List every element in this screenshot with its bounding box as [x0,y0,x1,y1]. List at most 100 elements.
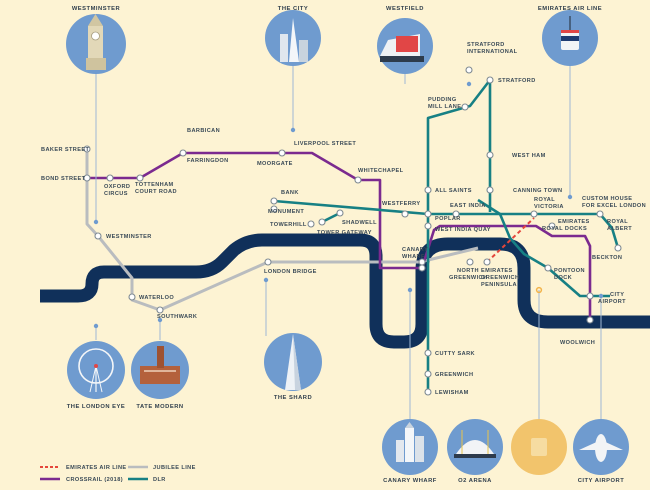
label-tower-hill: TOWERHILL [270,222,307,228]
label-cutty-sark: CUTTY SARK [435,351,475,357]
station-tower-hill [307,220,315,228]
label-bank: BANK [281,190,299,196]
poi-label-westfield: WESTFIELD [386,6,424,12]
station-canary-wharf-xr [418,264,426,272]
label-all-saints: ALL SAINTS [435,188,472,194]
station-west-india-quay [424,222,432,230]
poi-canary-wharf: CANARY WHARF [382,419,438,484]
poi-label-westminster: WESTMINSTER [72,6,121,12]
station-westminster [94,232,102,240]
station-north-greenwich [466,258,474,266]
station-royal-victoria [530,210,538,218]
station-lewisham [424,388,432,396]
poi-air-line-highlight [511,419,567,475]
station-baker-street [83,145,91,153]
station-canning-town [486,186,494,194]
station-west-ham [486,151,494,159]
label-barbican: BARBICAN [187,128,220,134]
label-stratford: STRATFORD [498,78,536,84]
label-lewisham: LEWISHAM [435,390,469,396]
label-west-ham: WEST HAM [512,153,546,159]
label-canning-town: CANNING TOWN [513,188,562,194]
poi-label-canary-wharf: CANARY WHARF [383,478,437,484]
station-shadwell [336,209,344,217]
station-tower-gateway [318,218,326,226]
poi-westminster: WESTMINSTER [66,6,126,74]
air-line-dot [535,286,543,294]
station-markers [83,66,622,396]
label-baker-street: BAKER STREET [41,147,89,153]
label-waterloo: WATERLOO [139,295,174,301]
poi-leaders [95,60,602,425]
label-whitechapel: WHITECHAPEL [358,168,404,174]
poi-city-airport: CITY AIRPORT [573,419,629,484]
poi-label-london-eye: THE LONDON EYE [67,404,126,410]
poi-label-the-shard: THE SHARD [274,395,312,401]
station-pudding-mill-lane [461,103,469,111]
station-all-saints [424,186,432,194]
station-farringdon [179,149,187,157]
station-woolwich [586,316,594,324]
label-london-bridge: LONDON BRIDGE [264,269,317,275]
legend-jubilee-label: JUBILEE LINE [153,465,196,471]
station-stratford [486,76,494,84]
poi-label-tate-modern: TATE MODERN [136,404,183,410]
station-beckton [614,244,622,252]
river-thames [40,233,650,349]
label-shadwell: SHADWELL [342,220,377,226]
station-tottenham-court-road [136,174,144,182]
label-bond-street: BOND STREET [41,176,86,182]
label-east-india: EAST INDIA [450,203,486,209]
station-cutty-sark [424,349,432,357]
station-liverpool-street [278,149,286,157]
poi-label-emirates-air-line: EMIRATES AIR LINE [538,6,602,12]
label-liverpool-street: LIVERPOOL STREET [294,141,356,147]
station-waterloo [128,293,136,301]
station-city-airport [586,292,594,300]
poi-label-city-airport: CITY AIRPORT [578,478,625,484]
label-southwark: SOUTHWARK [157,314,197,320]
poi-label-o2-arena: O2 ARENA [458,478,492,484]
station-pontoon-dock [544,264,552,272]
legend-dlr-label: DLR [153,477,166,483]
station-westferry [401,210,409,218]
station-poplar [424,210,432,218]
station-stratford-international [465,66,473,74]
station-royal-albert [596,210,604,218]
station-oxford-circus [106,174,114,182]
station-monument [270,205,278,213]
label-moorgate: MOORGATE [257,161,293,167]
label-monument: MONUMENT [268,209,304,215]
label-greenwich: GREENWICH [435,372,473,378]
poi-the-city: THE CITY [265,6,321,66]
station-whitechapel [354,176,362,184]
crossrail-line [87,151,592,320]
station-custom-house [548,222,556,230]
label-poplar: POPLAR [435,216,461,222]
station-bank [270,197,278,205]
poi-the-shard: THE SHARD [264,333,322,401]
poi-london-eye: THE LONDON EYE [67,341,126,410]
label-tower-gateway: TOWER GATEWAY [317,230,372,236]
poi-westfield: WESTFIELD [377,6,433,74]
legend-air-line-label: EMIRATES AIR LINE [66,465,127,471]
station-bond-street [83,174,91,182]
label-west-india-quay: WEST INDIA QUAY [435,227,491,233]
poi-tate-modern: TATE MODERN [131,341,189,410]
poi-emirates-air-line: EMIRATES AIR LINE [538,6,602,66]
poi-dots [93,81,604,329]
label-westferry: WESTFERRY [382,201,421,207]
